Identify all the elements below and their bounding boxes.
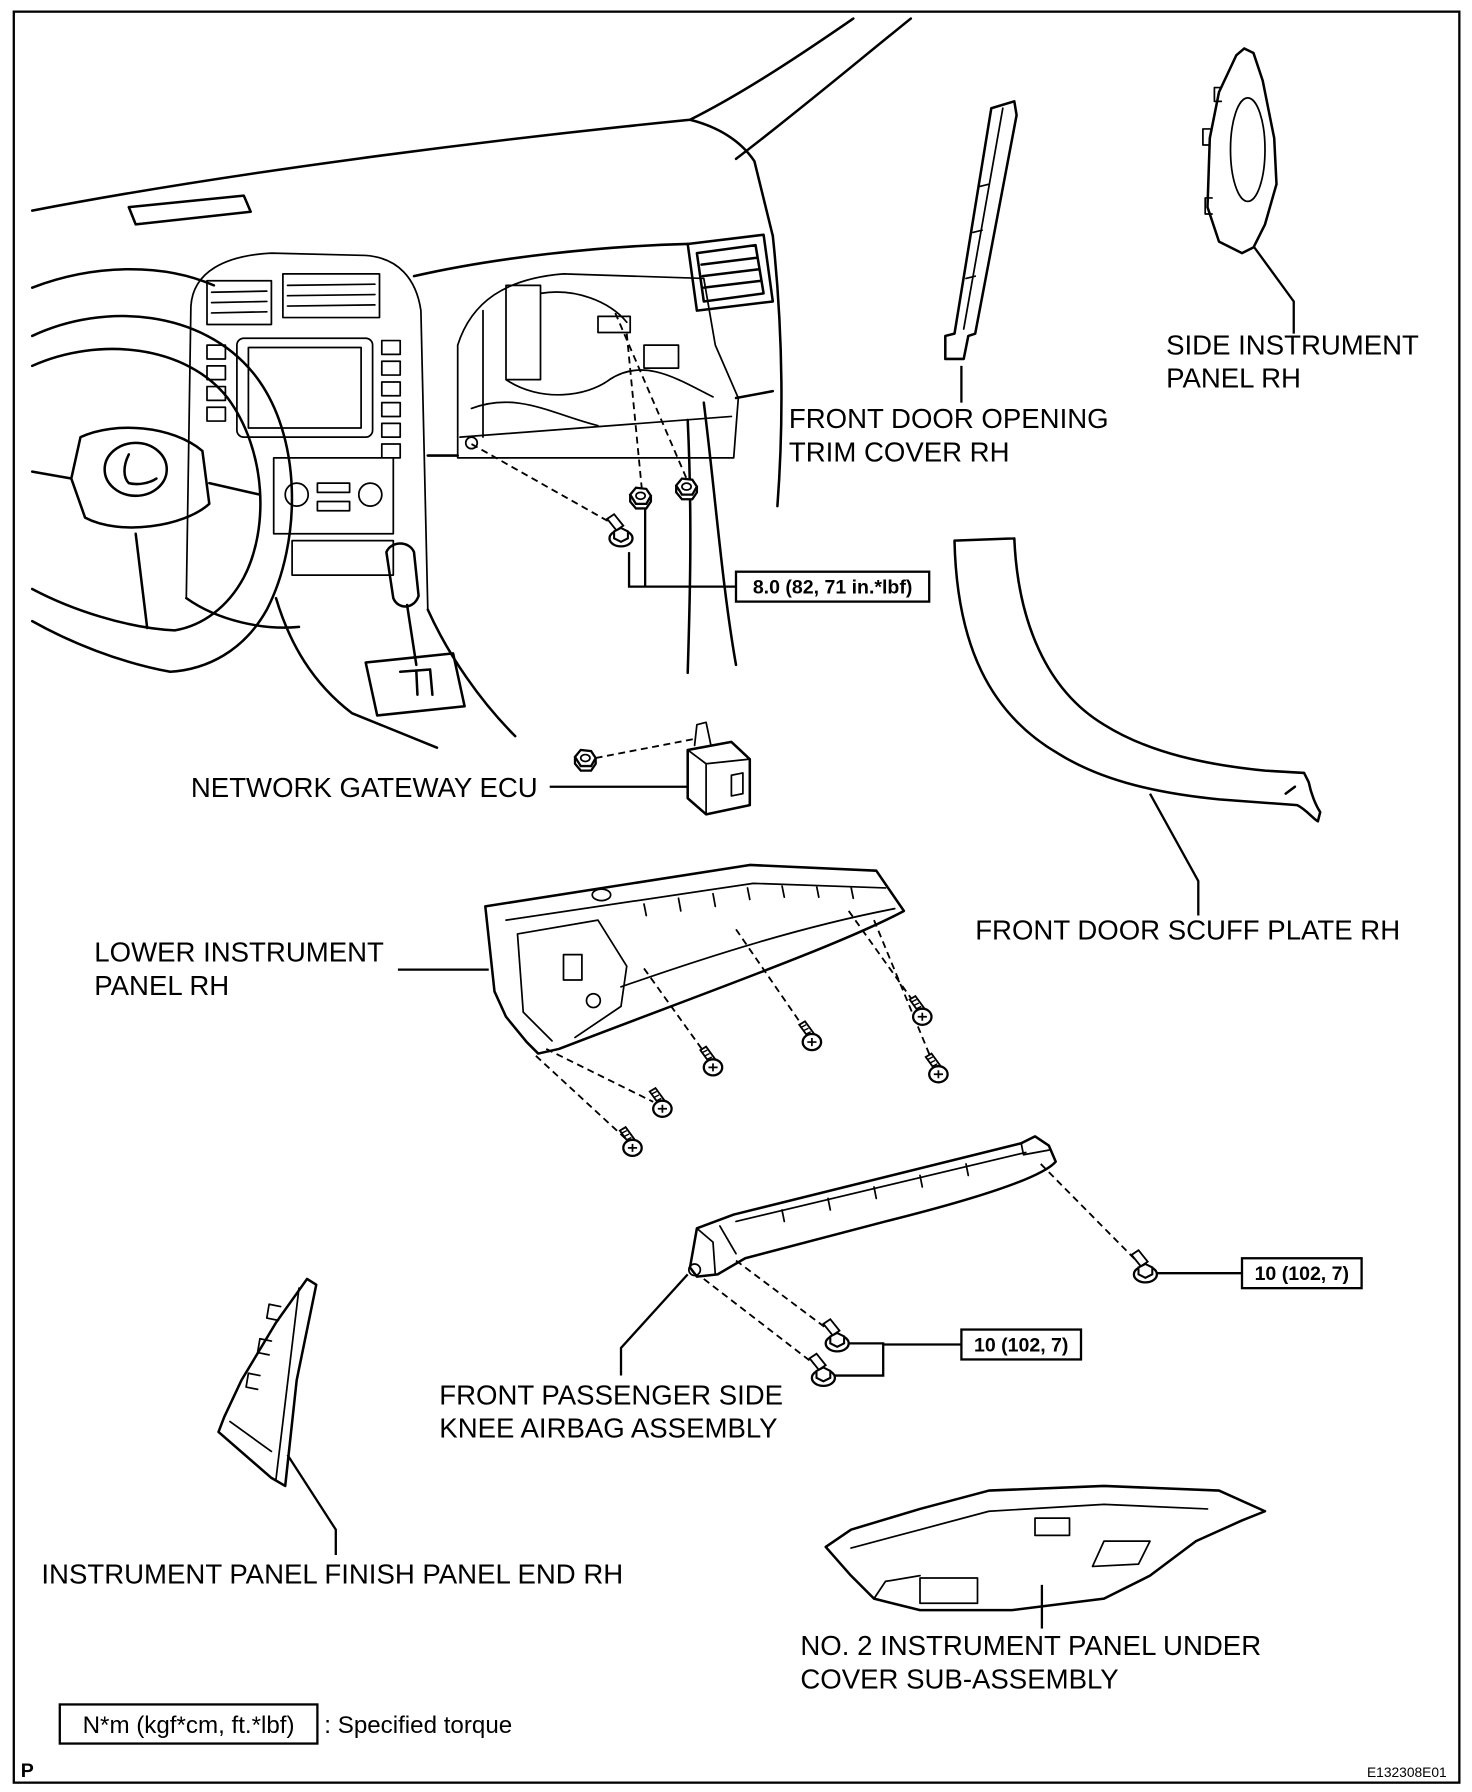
bolt-guide-lines	[703, 1163, 1137, 1365]
leader-line	[619, 1273, 689, 1376]
legend-meaning-text: : Specified torque	[324, 1712, 512, 1739]
door-opening-edge	[686, 234, 783, 675]
legend-unit-text: N*m (kgf*cm, ft.*lbf)	[83, 1712, 295, 1739]
ecu-detail	[686, 721, 751, 816]
leader-line	[1252, 245, 1295, 334]
label-finish-panel-end: INSTRUMENT PANEL FINISH PANEL END RH	[41, 1559, 623, 1590]
label-knee-airbag-line1: FRONT PASSENGER SIDE	[439, 1379, 783, 1410]
torque-box	[960, 1328, 1083, 1361]
center-stack	[185, 252, 429, 611]
screw-icon	[699, 1045, 724, 1077]
front-door-opening-trim-cover: FRONT DOOR OPENING TRIM COVER RH	[789, 100, 1109, 467]
under-cover-sub-assembly: NO. 2 INSTRUMENT PANEL UNDER COVER SUB-A…	[800, 1484, 1267, 1694]
network-gateway-ecu: NETWORK GATEWAY ECU	[191, 721, 752, 816]
steering-wheel	[30, 314, 294, 674]
label-under-cover-line1: NO. 2 INSTRUMENT PANEL UNDER	[800, 1630, 1261, 1661]
screw-guide-lines	[535, 910, 935, 1140]
label-side-panel-line2: PANEL RH	[1166, 363, 1301, 394]
under-cover-shape	[824, 1484, 1267, 1612]
screw-icon	[648, 1086, 673, 1118]
figure-frame	[12, 10, 1461, 1784]
knee-airbag-assembly: 10 (102, 7) 10 (102, 7) FRONT PASSENGER …	[439, 1135, 1363, 1444]
label-side-panel-line1: SIDE INSTRUMENT	[1166, 329, 1419, 360]
finish-panel-shape	[217, 1277, 318, 1488]
side-panel-detail	[1202, 86, 1266, 215]
label-knee-airbag-line2: KNEE AIRBAG ASSEMBLY	[439, 1413, 777, 1444]
dash-bolt-icon	[606, 513, 634, 548]
label-trim-cover-line2: TRIM COVER RH	[789, 436, 1010, 467]
display-screen	[236, 337, 374, 439]
torque-bracket-line	[834, 1272, 1242, 1377]
torque-box	[734, 570, 931, 603]
dash-fasteners: 8.0 (82, 71 in.*lbf)	[471, 312, 931, 603]
ecu-nut-icon	[573, 748, 597, 772]
lower-panel-shape	[484, 863, 906, 1055]
fastener-guide-lines	[471, 312, 688, 526]
under-cover-detail	[850, 1503, 1209, 1605]
figure-code: E132308E01	[1367, 1765, 1447, 1780]
scuff-plate-shape	[953, 537, 1322, 823]
steering-logo-icon	[103, 441, 169, 498]
finish-panel-detail	[229, 1287, 300, 1480]
torque-legend: N*m (kgf*cm, ft.*lbf) : Specified torque	[58, 1703, 512, 1745]
finish-panel-end: INSTRUMENT PANEL FINISH PANEL END RH	[41, 1277, 623, 1590]
torque-bracket-line	[627, 508, 736, 588]
torque-box	[1240, 1257, 1363, 1290]
page-marker: P	[21, 1760, 34, 1782]
screw-icon	[908, 994, 933, 1026]
airbag-detail	[687, 1142, 1050, 1277]
ecu-guide-line	[595, 737, 698, 759]
leader-line	[1148, 793, 1200, 916]
airbag-shape	[688, 1135, 1057, 1278]
label-under-cover-line2: COVER SUB-ASSEMBLY	[800, 1663, 1118, 1694]
side-instrument-panel: SIDE INSTRUMENT PANEL RH	[1166, 47, 1419, 394]
right-air-vent	[686, 233, 775, 312]
screw-icon	[798, 1020, 823, 1052]
screw-icon	[924, 1052, 949, 1084]
lower-panel-detail	[505, 882, 896, 1042]
label-trim-cover-line1: FRONT DOOR OPENING	[789, 403, 1109, 434]
front-door-scuff-plate: FRONT DOOR SCUFF PLATE RH	[953, 537, 1400, 946]
center-console	[185, 596, 517, 749]
center-air-vents	[206, 272, 381, 326]
label-lower-panel-line1: LOWER INSTRUMENT	[94, 937, 384, 968]
side-panel-shape	[1206, 47, 1278, 255]
legend-box	[58, 1703, 319, 1745]
screw-icon	[618, 1126, 643, 1158]
lower-instrument-panel: LOWER INSTRUMENT PANEL RH	[94, 863, 949, 1158]
airbag-bolt-icon	[1130, 1249, 1159, 1284]
dash-nut-icon	[629, 486, 653, 510]
label-scuff-plate: FRONT DOOR SCUFF PLATE RH	[975, 915, 1400, 946]
torque-value-airbag-lower: 10 (102, 7)	[974, 1334, 1068, 1356]
shift-lever	[364, 542, 466, 717]
dash-outline	[30, 17, 913, 457]
ecu-body	[686, 740, 752, 816]
label-lower-panel-line2: PANEL RH	[94, 970, 229, 1001]
torque-value-dash: 8.0 (82, 71 in.*lbf)	[753, 577, 913, 599]
leader-line	[286, 1454, 337, 1555]
trim-cover-detail	[962, 107, 1004, 330]
airbag-bolt-icon	[822, 1318, 850, 1353]
torque-value-airbag-upper: 10 (102, 7)	[1255, 1263, 1349, 1285]
label-network-gateway-ecu: NETWORK GATEWAY ECU	[191, 772, 538, 803]
dash-nut-icon	[675, 477, 699, 501]
dashboard-overview	[30, 17, 913, 749]
glovebox-opening	[456, 272, 740, 459]
airbag-bolt-icon	[808, 1352, 837, 1388]
